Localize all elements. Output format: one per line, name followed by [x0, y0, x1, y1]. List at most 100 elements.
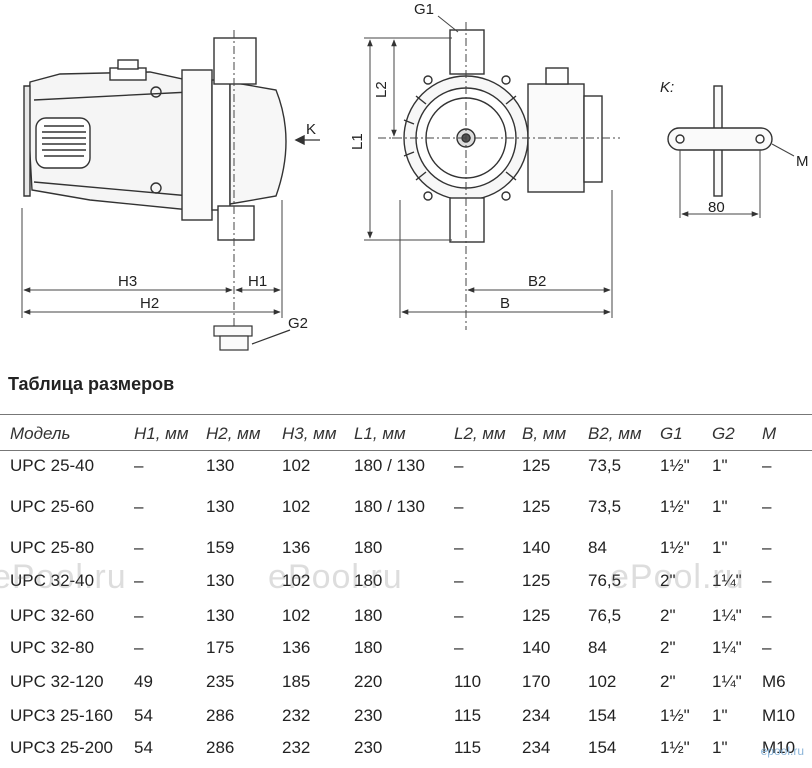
table-cell: 102	[282, 456, 311, 475]
table-cell: 232	[282, 738, 311, 757]
watermark-3: ePool.ru	[610, 558, 745, 596]
table-cell: 185	[282, 672, 311, 691]
table-cell: 1½"	[660, 456, 690, 475]
table-cell: 140	[522, 638, 551, 657]
table-cell: 232	[282, 706, 311, 725]
label-h2: H2	[140, 295, 159, 312]
label-m: M	[796, 153, 809, 170]
watermark-1: ePool.ru	[0, 558, 127, 596]
table-cell: 130	[206, 456, 235, 475]
table-cell: 1"	[712, 497, 728, 516]
table-cell: –	[454, 571, 464, 590]
label-l2: L2	[373, 81, 390, 98]
table-cell: –	[454, 638, 464, 657]
table-cell: 180	[354, 606, 383, 625]
table-cell: 2"	[660, 672, 676, 691]
label-g1: G1	[414, 1, 434, 18]
table-cell: 54	[134, 706, 153, 725]
g2-fitting	[213, 325, 291, 351]
table-cell: –	[762, 638, 772, 657]
table-cell: 76,5	[588, 606, 622, 625]
column-header: B, мм	[522, 424, 567, 443]
table-cell: 286	[206, 738, 235, 757]
table-cell: 73,5	[588, 456, 622, 475]
label-80: 80	[708, 199, 725, 216]
table-cell: 234	[522, 706, 551, 725]
table-cell: 220	[354, 672, 383, 691]
table-cell: 136	[282, 638, 311, 657]
table-cell: 102	[282, 497, 311, 516]
table-cell: UPC 32-40	[10, 571, 95, 590]
table-cell: 1"	[712, 706, 728, 725]
label-h3: H3	[118, 273, 137, 290]
table-cell: –	[762, 456, 772, 475]
table-cell: –	[762, 606, 772, 625]
label-h1: H1	[248, 273, 267, 290]
table-cell: –	[454, 538, 464, 557]
table-cell: 1"	[712, 456, 728, 475]
table-cell: 1"	[712, 738, 728, 757]
label-k: K	[306, 121, 316, 138]
column-header: H3, мм	[282, 424, 337, 443]
table-cell: 180 / 130	[354, 456, 425, 475]
table-cell: UPC3 25-200	[10, 738, 114, 757]
table-cell: 2"	[660, 571, 676, 590]
label-g2: G2	[288, 315, 308, 332]
table-cell: –	[134, 497, 144, 516]
table-cell: 102	[588, 672, 617, 691]
table-top-rule	[0, 414, 812, 415]
technical-drawings: K H3 H1 H2 G2	[21, 1, 809, 351]
table-cell: 286	[206, 706, 235, 725]
table-cell: UPC 32-80	[10, 638, 95, 657]
table-cell: 230	[354, 706, 383, 725]
label-l1: L1	[349, 133, 366, 150]
table-cell: 180	[354, 571, 383, 590]
table-cell: 125	[522, 497, 551, 516]
table-cell: –	[762, 571, 772, 590]
table-cell: 102	[282, 606, 311, 625]
table-cell: –	[454, 497, 464, 516]
table-cell: 125	[522, 456, 551, 475]
table-cell: UPC 32-60	[10, 606, 95, 625]
table-cell: 159	[206, 538, 235, 557]
column-header: B2, мм	[588, 424, 642, 443]
table-cell: 140	[522, 538, 551, 557]
table-cell: 130	[206, 571, 235, 590]
table-cell: 1"	[712, 538, 728, 557]
pump-front-view	[403, 29, 603, 243]
table-cell: 180 / 130	[354, 497, 425, 516]
table-cell: 180	[354, 638, 383, 657]
table-cell: 1½"	[660, 497, 690, 516]
label-b2: B2	[528, 273, 546, 290]
table-cell: 130	[206, 606, 235, 625]
table-title: Таблица размеров	[8, 374, 175, 394]
table-cell: 84	[588, 638, 607, 657]
table-cell: 49	[134, 672, 153, 691]
table-cell: 73,5	[588, 497, 622, 516]
pump-side-view	[23, 37, 320, 241]
column-header: L1, мм	[354, 424, 406, 443]
column-header: Модель	[10, 424, 71, 443]
table-cell: 54	[134, 738, 153, 757]
table-cell: 154	[588, 738, 617, 757]
table-cell: M10	[762, 706, 796, 725]
table-cell: 180	[354, 538, 383, 557]
table-cell: 115	[454, 738, 482, 757]
table-cell: UPC 25-80	[10, 538, 95, 557]
table-cell: –	[454, 456, 464, 475]
label-b: B	[500, 295, 510, 312]
table-cell: UPC3 25-160	[10, 706, 114, 725]
column-header: H2, мм	[206, 424, 261, 443]
table-cell: 234	[522, 738, 551, 757]
table-cell: 154	[588, 706, 617, 725]
